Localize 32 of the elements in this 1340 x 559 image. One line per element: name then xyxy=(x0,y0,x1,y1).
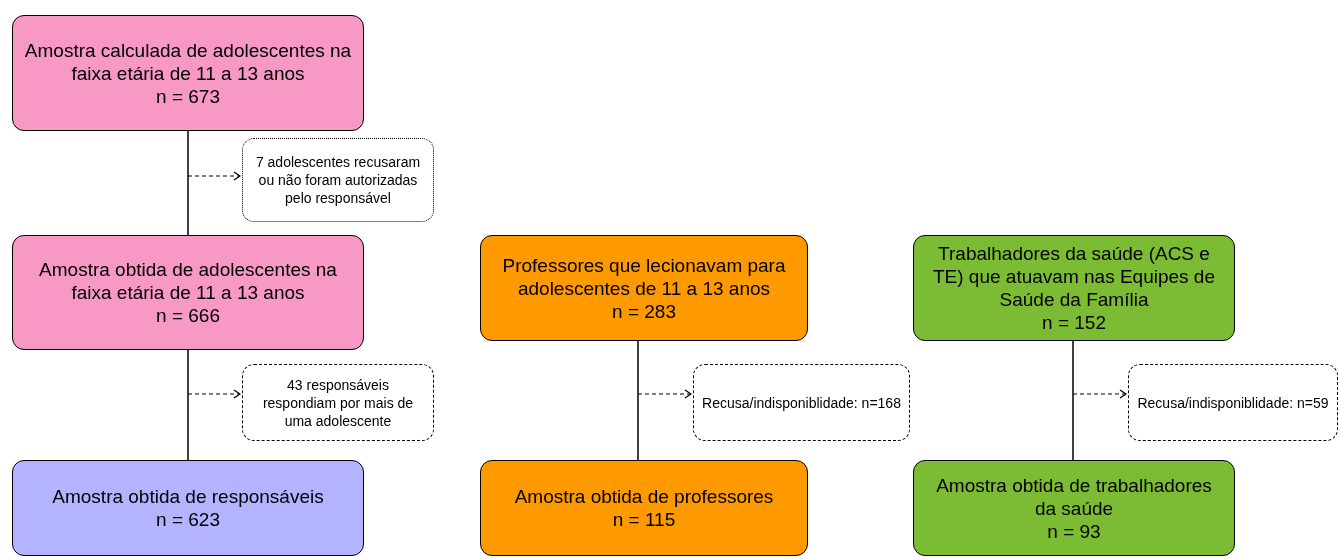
dashed-arrow xyxy=(187,389,241,399)
process-box xyxy=(480,460,808,556)
count-text: n = 283 xyxy=(612,299,676,323)
count-text: n = 152 xyxy=(1042,311,1106,334)
note-text: Recusa/indisponiblidade: n=168 xyxy=(702,393,901,412)
note-box xyxy=(242,364,434,441)
box-heading: Amostra obtida de responsáveis xyxy=(52,485,324,508)
count-text: n = 115 xyxy=(612,508,676,531)
process-box xyxy=(913,460,1235,556)
count-text: n = 93 xyxy=(1047,519,1101,543)
process-box xyxy=(12,235,364,350)
note-text: Recusa/indisponiblidade: n=59 xyxy=(1137,393,1329,412)
note-box xyxy=(693,364,910,441)
process-box xyxy=(12,15,364,131)
connector-line xyxy=(637,340,639,461)
process-box xyxy=(480,235,808,341)
note-text: 7 adolescentes recusaram ou não foram autorizadas pelo responsável xyxy=(254,153,422,207)
count-text: n = 666 xyxy=(156,304,220,327)
box-heading: Amostra obtida de professores xyxy=(514,485,774,508)
dashed-arrow xyxy=(1072,389,1127,399)
process-box xyxy=(913,235,1235,341)
connector-line xyxy=(187,130,189,236)
note-box xyxy=(242,138,434,222)
dashed-arrow xyxy=(187,171,241,181)
note-box xyxy=(1128,364,1338,441)
count-text: n = 623 xyxy=(156,508,220,531)
connector-line xyxy=(187,349,189,461)
process-box xyxy=(12,460,364,556)
dashed-arrow xyxy=(637,389,692,399)
connector-line xyxy=(1072,340,1074,461)
count-text: n = 673 xyxy=(156,84,220,108)
note-text: 43 responsáveis respondiam por mais de uma adolescente xyxy=(261,375,415,430)
